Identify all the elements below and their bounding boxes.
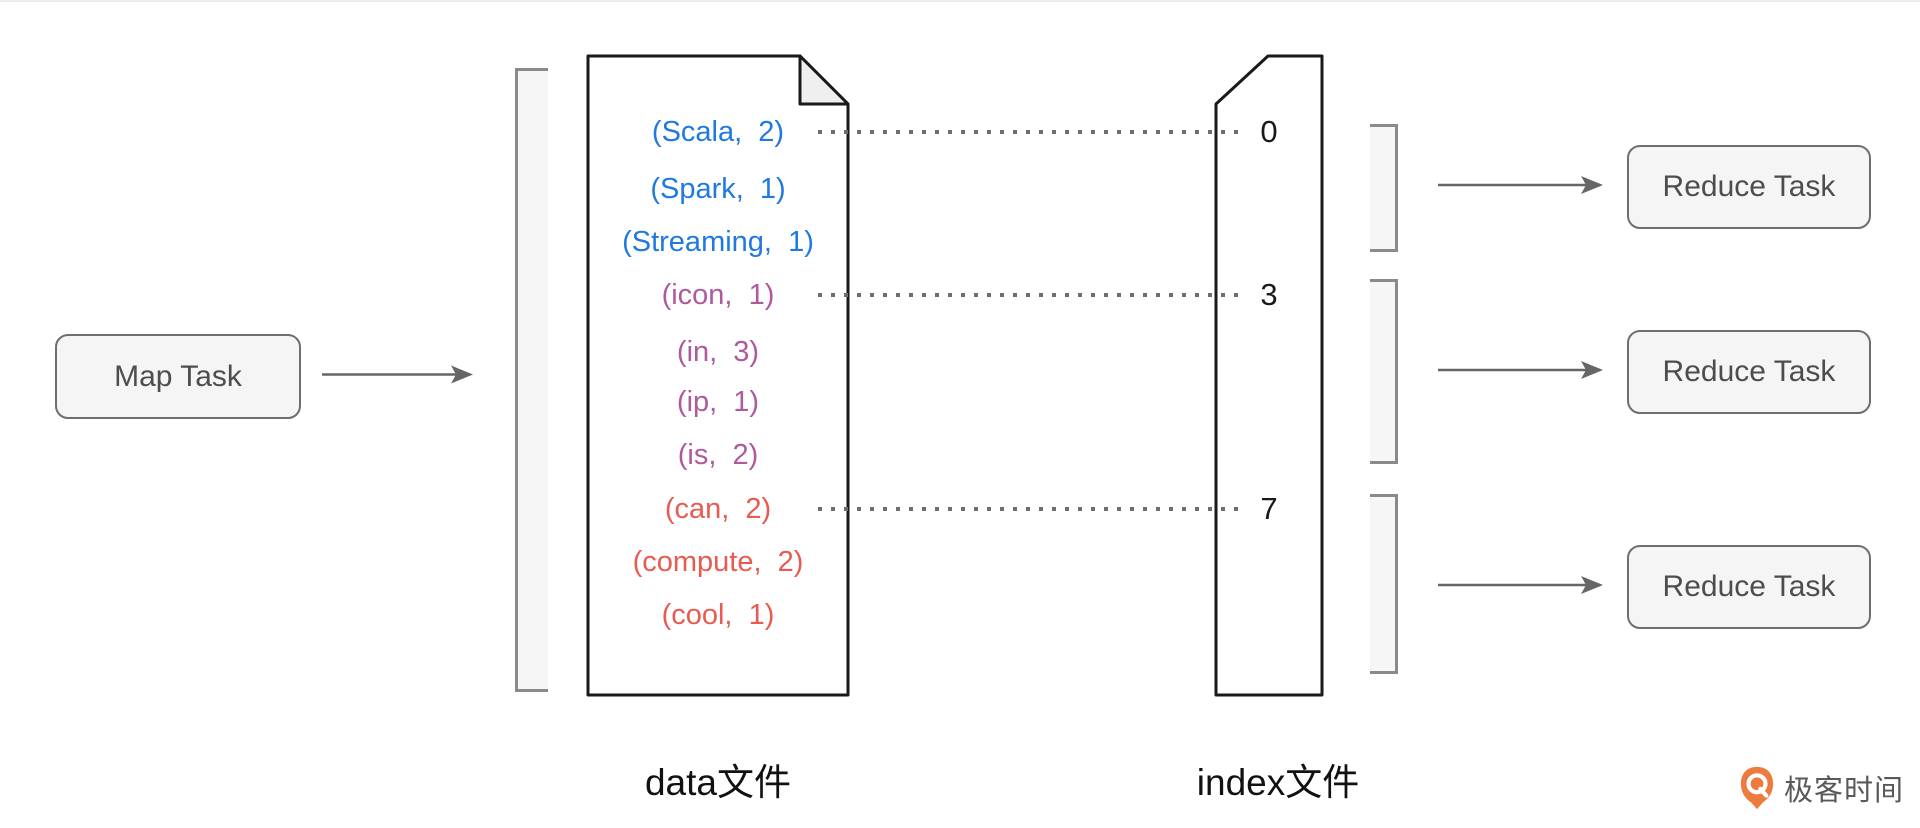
geektime-logo: 极客时间: [1740, 766, 1904, 810]
reduce-task-label: Reduce Task: [1662, 355, 1836, 388]
data-record-row: (is, 2): [677, 439, 759, 471]
partition-bracket-3: [1370, 494, 1398, 674]
reduce-task-label: Reduce Task: [1662, 170, 1836, 203]
index-file-shape: [1214, 54, 1324, 697]
data-file-label: data文件: [644, 762, 791, 803]
dotted-connector-1: [818, 130, 1246, 134]
data-file-bracket: [515, 68, 548, 692]
index-offset-label: 7: [1260, 491, 1278, 526]
index-file-label: index文件: [1196, 762, 1360, 803]
data-record-row: (ip, 1): [676, 386, 760, 418]
reduce-task-label: Reduce Task: [1662, 570, 1836, 603]
reduce-task-box-1: Reduce Task: [1627, 145, 1871, 229]
data-record-row: (can, 2): [664, 493, 772, 525]
map-task-box: Map Task: [55, 334, 301, 419]
reduce-task-box-3: Reduce Task: [1627, 545, 1871, 629]
partition-bracket-1: [1370, 124, 1398, 252]
geektime-logo-text: 极客时间: [1784, 775, 1905, 807]
data-record-row: (in, 3): [676, 336, 760, 368]
dotted-connector-2: [818, 293, 1246, 297]
partition-bracket-2: [1370, 279, 1398, 464]
data-file-fold-corner-icon: [798, 54, 850, 106]
index-offset-label: 0: [1260, 114, 1278, 149]
geektime-logo-icon: [1740, 766, 1774, 810]
dotted-connector-3: [818, 507, 1246, 511]
reduce-task-box-2: Reduce Task: [1627, 330, 1871, 414]
data-record-row: (Scala, 2): [651, 116, 785, 148]
index-offset-label: 3: [1260, 277, 1278, 312]
data-record-row: (icon, 1): [661, 279, 775, 311]
data-record-row: (compute, 2): [632, 546, 804, 578]
data-record-row: (Streaming, 1): [622, 226, 814, 258]
data-record-row: (cool, 1): [661, 599, 775, 631]
data-record-row: (Spark, 1): [650, 173, 786, 205]
map-task-label: Map Task: [114, 359, 242, 393]
